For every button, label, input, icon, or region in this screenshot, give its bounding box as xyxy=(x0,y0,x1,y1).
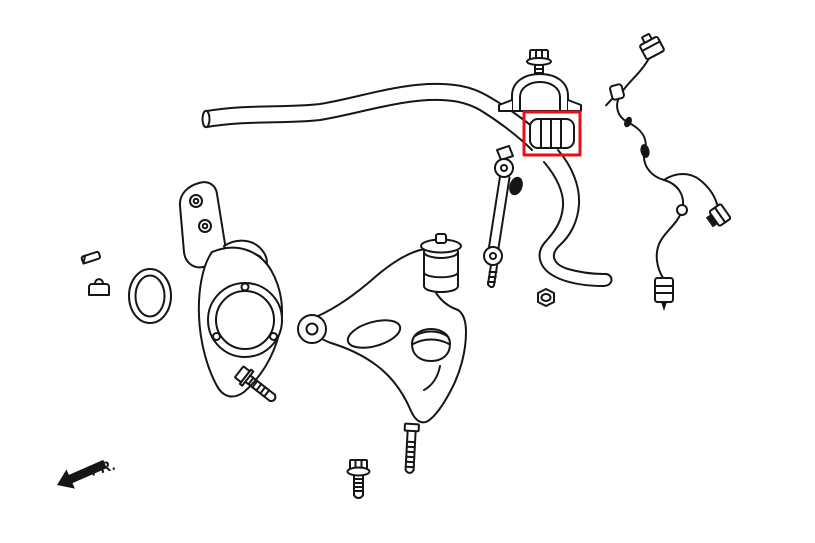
control-arm-front-bushing xyxy=(420,233,462,293)
fr-label: FR. xyxy=(88,456,117,479)
front-direction-arrow: FR. xyxy=(57,456,118,489)
ball-joint-bolt xyxy=(403,422,420,474)
lower-control-arm xyxy=(297,233,467,424)
stabilizer-bushing-bracket xyxy=(498,73,582,112)
hub-seal-ring xyxy=(128,268,172,324)
stabilizer-end-link xyxy=(483,145,523,289)
stabilizer-bar xyxy=(201,82,613,287)
stabilizer-bushing xyxy=(529,118,575,149)
bushing-highlight-box xyxy=(522,110,582,157)
flange-bolt xyxy=(346,459,371,499)
knuckle-pin xyxy=(80,250,101,265)
arrow-icon xyxy=(57,459,107,489)
abs-sensor-wire-harness xyxy=(605,33,732,311)
ball-joint-boot xyxy=(411,328,451,362)
end-link-boot xyxy=(509,176,523,196)
knuckle-cap xyxy=(88,278,110,296)
knuckle-bolt xyxy=(234,365,277,402)
stabilizer-nut xyxy=(537,288,555,307)
steering-knuckle xyxy=(178,181,284,402)
